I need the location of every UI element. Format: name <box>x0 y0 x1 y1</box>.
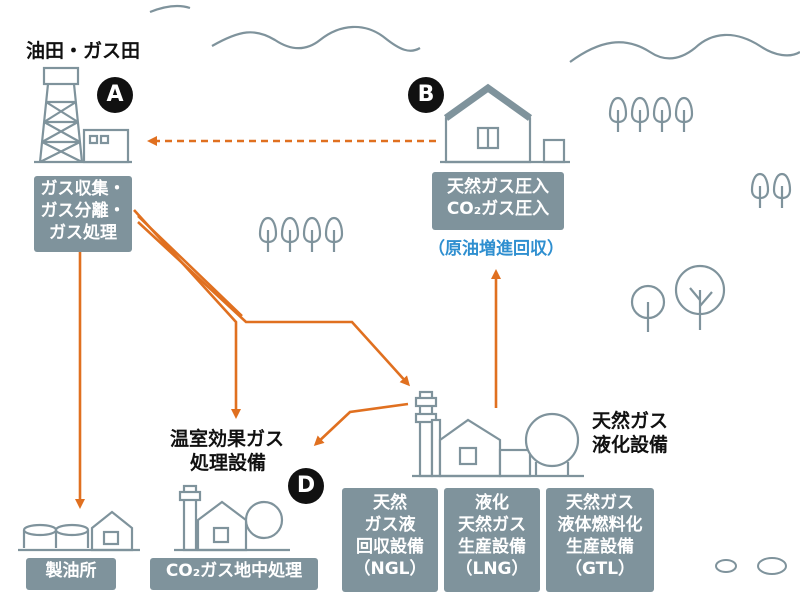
arrow-oilfield-to-lng-parallel <box>137 215 243 317</box>
ghg-plant-icon <box>174 484 290 552</box>
injection-facility-icon <box>440 83 570 164</box>
refinery-icon <box>18 510 140 552</box>
round-trees <box>630 264 726 332</box>
diagram-art <box>18 4 800 575</box>
tree-group-right-top <box>608 96 694 134</box>
arrow-lng-to-ghg <box>313 402 409 447</box>
injection-box: 天然ガス圧入 CO₂ガス圧入 <box>432 172 564 230</box>
tree-group-middle <box>258 216 344 254</box>
oilfield-process-line-2: ガス分離・ <box>40 201 126 221</box>
arrow-oilfield-to-lng <box>137 221 411 387</box>
injection-line-2: CO₂ガス圧入 <box>446 199 550 219</box>
gtl-line-2: 液体燃料化 <box>557 515 643 535</box>
badge-d: D <box>288 468 324 504</box>
co2-storage-box: CO₂ガス地中処理 <box>150 558 318 590</box>
oilfield-process-line-1: ガス収集・ <box>40 179 126 199</box>
ngl-line-4: （NGL） <box>353 559 427 579</box>
cloud-icon <box>715 557 787 575</box>
gtl-line-1: 天然ガス <box>566 493 634 513</box>
tree-group-right-edge <box>750 172 792 210</box>
refinery-box: 製油所 <box>26 558 116 590</box>
gtl-box: 天然ガス 液体燃料化 生産設備 （GTL） <box>546 488 654 592</box>
mountain-ridge-left <box>149 4 191 14</box>
oilfield-process-box: ガス収集・ ガス分離・ ガス処理 <box>34 176 132 252</box>
oilfield-title: 油田・ガス田 <box>26 40 141 62</box>
badge-b: B <box>408 77 444 113</box>
arrow-oilfield-to-ghg <box>133 209 241 419</box>
badge-a: A <box>97 77 133 113</box>
eor-note: （原油増進回収） <box>428 239 564 259</box>
lng-line-3: 生産設備 <box>458 537 526 557</box>
ngl-line-3: 回収設備 <box>356 537 424 557</box>
diagram: 油田・ガス田 A ガス収集・ ガス分離・ ガス処理 B 天然ガス圧入 CO₂ガス… <box>18 4 800 592</box>
ghg-title-line-1: 温室効果ガス <box>170 428 285 450</box>
lng-line-2: 天然ガス <box>458 515 526 535</box>
mountain-ridge-right <box>569 33 800 63</box>
gtl-line-3: 生産設備 <box>566 537 634 557</box>
injection-line-1: 天然ガス圧入 <box>447 177 549 197</box>
ngl-line-2: ガス液 <box>364 515 416 535</box>
lng-line-1: 液化 <box>475 493 509 513</box>
lng-box: 液化 天然ガス 生産設備 （LNG） <box>444 488 540 592</box>
lng-line-4: （LNG） <box>455 559 529 579</box>
oil-derrick-icon <box>34 66 132 164</box>
lng-title-line-1: 天然ガス <box>592 410 669 432</box>
ngl-line-1: 天然 <box>373 493 407 513</box>
mountain-ridge-top <box>211 25 421 52</box>
ngl-box: 天然 ガス液 回収設備 （NGL） <box>342 488 438 592</box>
lng-title-line-2: 液化設備 <box>592 434 669 456</box>
lng-plant-icon <box>412 390 584 478</box>
gtl-line-4: （GTL） <box>564 559 636 579</box>
oilfield-process-line-3: ガス処理 <box>49 223 117 243</box>
ghg-title-line-2: 処理設備 <box>190 452 267 474</box>
